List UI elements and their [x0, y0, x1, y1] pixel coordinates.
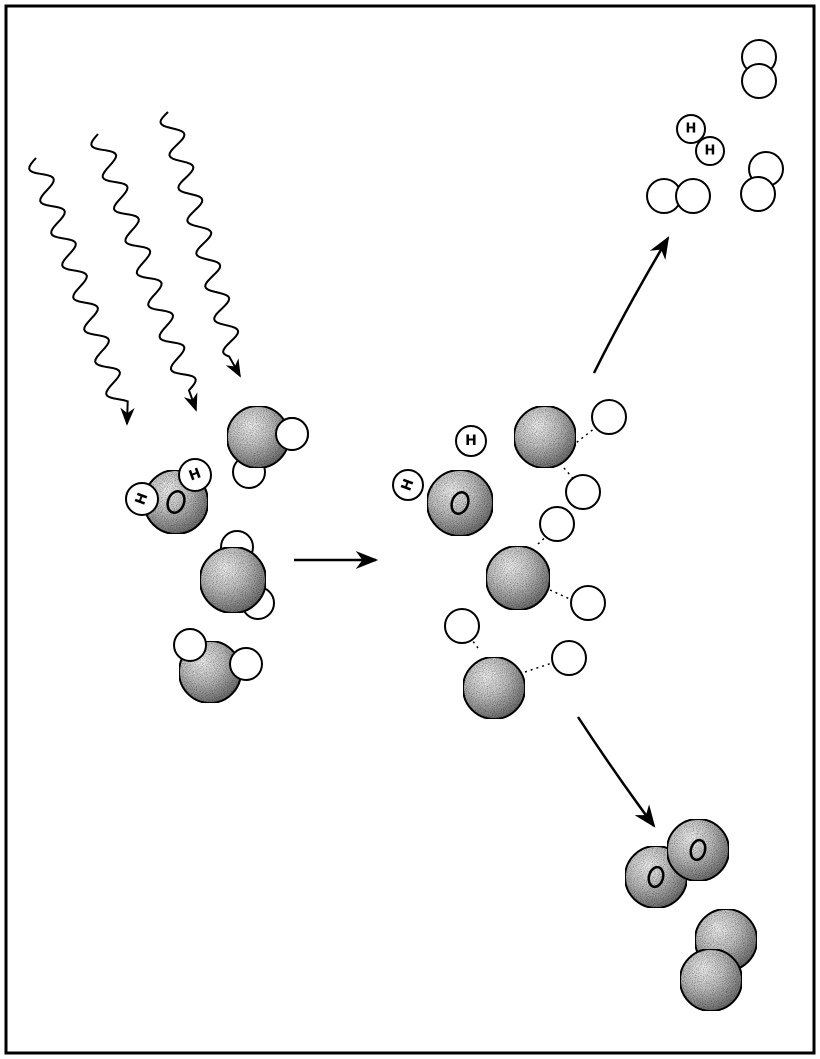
arrow-to-hydrogen [592, 236, 670, 374]
hydrogen-atom [229, 647, 263, 681]
hydrogen-atom [444, 608, 480, 644]
hydrogen-label: H [132, 491, 151, 507]
hydrogen-atom [551, 640, 587, 676]
oxygen-label-ring [647, 865, 665, 889]
hydrogen-label: H [398, 477, 417, 493]
hydrogen-atom [741, 63, 777, 99]
oxygen-molecules-group [624, 818, 758, 1012]
oxygen-label-ring [450, 491, 470, 515]
incoming-light-waves [28, 111, 241, 426]
hydrogen-atom [178, 458, 212, 492]
oxygen-atom [666, 818, 730, 882]
hydrogen-molecule [741, 39, 777, 99]
hydrogen-atom [695, 136, 725, 166]
hydrogen-label: H [705, 144, 716, 159]
hydrogen-atom [275, 417, 309, 451]
hydrogen-label: H [686, 122, 697, 137]
hydrogen-atom [565, 474, 601, 510]
arrow-to-oxygen [576, 716, 656, 828]
oxygen-atom [679, 948, 743, 1012]
hydrogen-atom [591, 399, 627, 435]
diagram-frame [4, 4, 816, 1055]
hydrogen-atom [173, 628, 207, 662]
hydrogen-atom [675, 178, 711, 214]
hydrogen-label: H [187, 465, 203, 484]
hydrogen-atom [676, 114, 706, 144]
light-wave-arrow [159, 111, 241, 378]
oxygen-atom [199, 546, 267, 614]
oxygen-label-ring [689, 838, 707, 862]
dissociated-atoms-group: H H [392, 399, 627, 720]
hydrogen-atom [125, 482, 159, 516]
oxygen-atom [513, 405, 577, 469]
water-molecule [199, 530, 275, 620]
water-molecule [173, 628, 263, 704]
hydrogen-molecule [646, 178, 711, 214]
hydrogen-atom [392, 469, 424, 501]
water-molecule [226, 405, 309, 489]
light-wave-arrow [28, 157, 135, 426]
light-wave-arrow [90, 133, 198, 412]
oxygen-atom [485, 545, 551, 611]
hydrogen-label: H [465, 433, 477, 449]
water-molecules-group: H H [125, 405, 309, 704]
oxygen-atom [426, 469, 494, 537]
oxygen-molecule [679, 908, 758, 1012]
water-molecule-labeled: H H [125, 458, 212, 535]
hydrogen-molecule [740, 151, 784, 212]
oxygen-molecule-labeled [624, 818, 730, 909]
oxygen-atom [462, 656, 526, 720]
hydrogen-atom [539, 506, 575, 542]
hydrogen-molecule-labeled: H H [676, 114, 725, 166]
hydrogen-atom [740, 176, 776, 212]
oxygen-label-ring [166, 490, 186, 514]
hydrogen-atom [570, 585, 606, 621]
hydrogen-molecules-group: H H [646, 39, 784, 214]
hydrogen-atom [455, 425, 487, 457]
